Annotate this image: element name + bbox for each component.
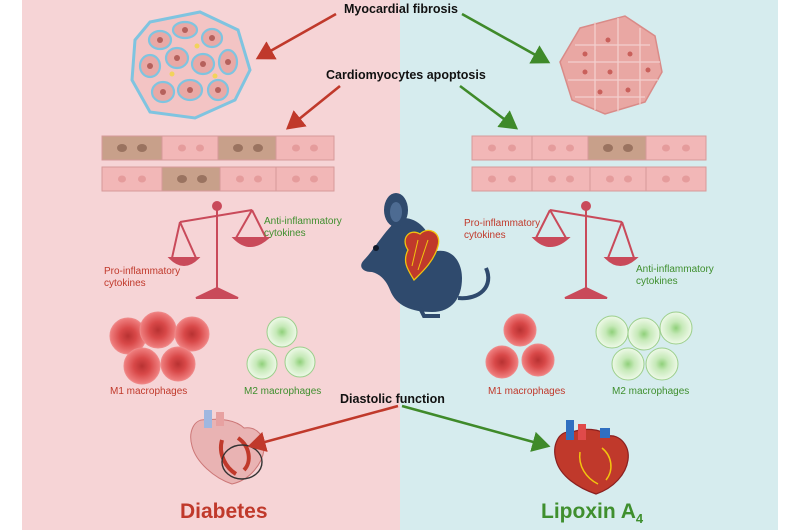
left-label-anti-inflammatory: Anti-inflammatory cytokines — [264, 216, 342, 239]
right-m1-macrophage-cluster — [485, 313, 555, 379]
left-m1-macrophage-cluster — [109, 311, 210, 385]
left-balance-scale — [167, 201, 271, 299]
right-label-anti-inflammatory: Anti-inflammatory cytokines — [636, 264, 714, 287]
right-label-pro-inflammatory: Pro-inflammatory cytokines — [464, 218, 541, 241]
right-label-m1-macrophages: M1 macrophages — [488, 386, 566, 397]
right-label-m2-macrophages: M2 macrophages — [612, 386, 690, 397]
label-cardiomyocytes-apoptosis: Cardiomyocytes apoptosis — [326, 68, 486, 82]
left-heart-illustration — [190, 410, 265, 485]
left-fibrosis-tissue — [130, 10, 252, 120]
right-balance-scale — [531, 201, 639, 299]
title-lipoxin-subscript: 4 — [635, 511, 644, 527]
label-diastolic-function: Diastolic function — [340, 392, 445, 406]
left-m2-macrophage-cluster — [246, 316, 316, 380]
right-healthy-tissue — [559, 15, 663, 115]
left-cardiomyocyte-strips — [101, 135, 335, 192]
title-lipoxin-main: Lipoxin A — [541, 500, 636, 523]
left-label-pro-inflammatory: Pro-inflammatory cytokines — [104, 266, 181, 289]
right-heart-illustration — [554, 420, 629, 495]
title-diabetes: Diabetes — [180, 500, 268, 523]
mouse-illustration — [361, 193, 491, 318]
left-label-m2-macrophages: M2 macrophages — [244, 386, 322, 397]
label-myocardial-fibrosis: Myocardial fibrosis — [344, 2, 458, 16]
left-label-m1-macrophages: M1 macrophages — [110, 386, 188, 397]
right-cardiomyocyte-strips — [471, 135, 707, 192]
arrows — [247, 12, 551, 452]
right-m2-macrophage-cluster — [595, 311, 693, 381]
title-lipoxin-a4: Lipoxin A4 — [541, 500, 643, 527]
